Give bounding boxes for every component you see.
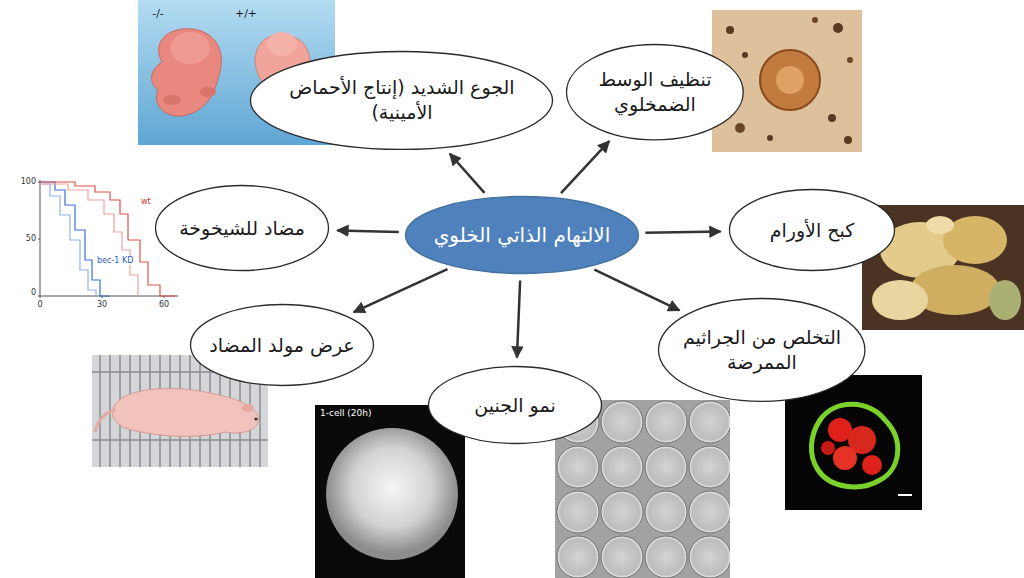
ellipse-shape [156, 186, 329, 271]
tumor-mass [926, 216, 954, 234]
mouse-eye [254, 417, 257, 420]
node-text: عرض مولد المضاد [209, 333, 354, 358]
vesicle [847, 57, 853, 63]
topic-ellipse: نمو الجنين [427, 365, 603, 445]
node-text: الجوع الشديد (إنتاج الأحماض الأمينية) [284, 75, 519, 124]
photo-label: 1-cell (20h) [320, 409, 372, 418]
fluorescent-particle [833, 446, 857, 470]
arrow-connector [450, 154, 485, 193]
node-text: تنظيف الوسط الضمخلوي [590, 67, 720, 116]
photo-label: -/- [152, 8, 164, 19]
photo-ground [315, 405, 465, 578]
photo-label: 100 [20, 178, 37, 186]
arrow-connector [517, 280, 520, 357]
photo-label: +/+ [235, 8, 257, 19]
topic-ellipse: تنظيف الوسط الضمخلوي [565, 43, 745, 141]
photo-label: wt [140, 198, 152, 206]
embryo [645, 401, 687, 443]
mouse-ear [242, 404, 254, 412]
arrow-connector [354, 269, 448, 312]
arrow-connector [561, 141, 609, 193]
photo-label: 0 [36, 301, 43, 309]
embryo [601, 446, 643, 488]
embryo [689, 536, 730, 578]
node-text: مضاد للشيخوخة [179, 216, 305, 241]
tumor-mass [989, 280, 1021, 320]
arrow-connector [594, 270, 679, 311]
topic-ellipse: الجوع الشديد (إنتاج الأحماض الأمينية) [249, 50, 554, 151]
embryo [557, 446, 599, 488]
embryo-limb [163, 95, 181, 105]
node-text: الالتهام الذاتي الخلوي [434, 222, 611, 248]
embryo-body [152, 29, 222, 116]
photo-label: 0 [30, 289, 37, 297]
vesicle [812, 17, 818, 23]
vesicle [828, 114, 836, 122]
topic-ellipse: كبح الأورام [728, 188, 896, 272]
embryo [557, 491, 599, 533]
embryo [601, 401, 643, 443]
ellipse-outline [249, 50, 554, 151]
vesicle [726, 26, 734, 34]
axis-tick [38, 182, 164, 298]
ellipse-outline [657, 297, 866, 403]
nucleolus [776, 66, 804, 94]
survival-curve [40, 184, 96, 296]
node-text: التخلص من الجراثيم الممرضة [682, 325, 842, 374]
ellipse-outline [565, 43, 745, 141]
vesicle [742, 52, 748, 58]
photo-label: bec-1 KD [96, 257, 134, 265]
one-cell-photo [315, 405, 465, 578]
cell [326, 428, 458, 560]
central-ellipse: الالتهام الذاتي الخلوي [404, 195, 640, 275]
embryo [645, 536, 687, 578]
vesicle [833, 23, 843, 33]
photo-label: 30 [96, 301, 108, 309]
tumor-mass [872, 280, 928, 320]
embryo [645, 491, 687, 533]
node-text: نمو الجنين [474, 393, 555, 418]
embryo [601, 536, 643, 578]
topic-ellipse: عرض مولد المضاد [189, 303, 375, 387]
photo-label: 50 [25, 235, 37, 243]
fluorescent-particle [821, 441, 835, 455]
mouse-body [112, 388, 258, 436]
embryo [689, 401, 730, 443]
embryo-head [267, 32, 297, 56]
ellipse-shape [191, 305, 374, 386]
survival-curve [40, 184, 138, 296]
topic-ellipse: مضاد للشيخوخة [154, 184, 330, 272]
survival-curve [40, 182, 175, 296]
embryo [557, 536, 599, 578]
arrow-connector [337, 230, 398, 232]
embryo [689, 491, 730, 533]
mouse-tail [95, 410, 116, 432]
photo-label: 60 [158, 301, 170, 309]
ellipse-shape [251, 51, 553, 149]
arrow-connector [645, 232, 720, 233]
embryo [601, 491, 643, 533]
fluorescent-particle [862, 455, 882, 475]
vesicle [735, 123, 745, 133]
embryo-head [170, 32, 210, 64]
embryo [689, 446, 730, 488]
ellipse-shape [406, 197, 639, 274]
ellipse-shape [659, 299, 865, 402]
vesicle [767, 135, 773, 141]
vesicle [844, 136, 852, 144]
topic-ellipse: التخلص من الجراثيم الممرضة [657, 297, 866, 403]
embryo-limb [200, 87, 216, 97]
node-text: كبح الأورام [770, 218, 855, 243]
embryo [645, 446, 687, 488]
ellipse-shape [429, 367, 602, 444]
nucleus [760, 50, 820, 110]
ellipse-shape [567, 44, 744, 139]
ellipse-shape [730, 190, 895, 271]
fluorescent-membrane [811, 404, 897, 487]
survival-curve [40, 182, 110, 296]
scale-bar [898, 494, 912, 496]
